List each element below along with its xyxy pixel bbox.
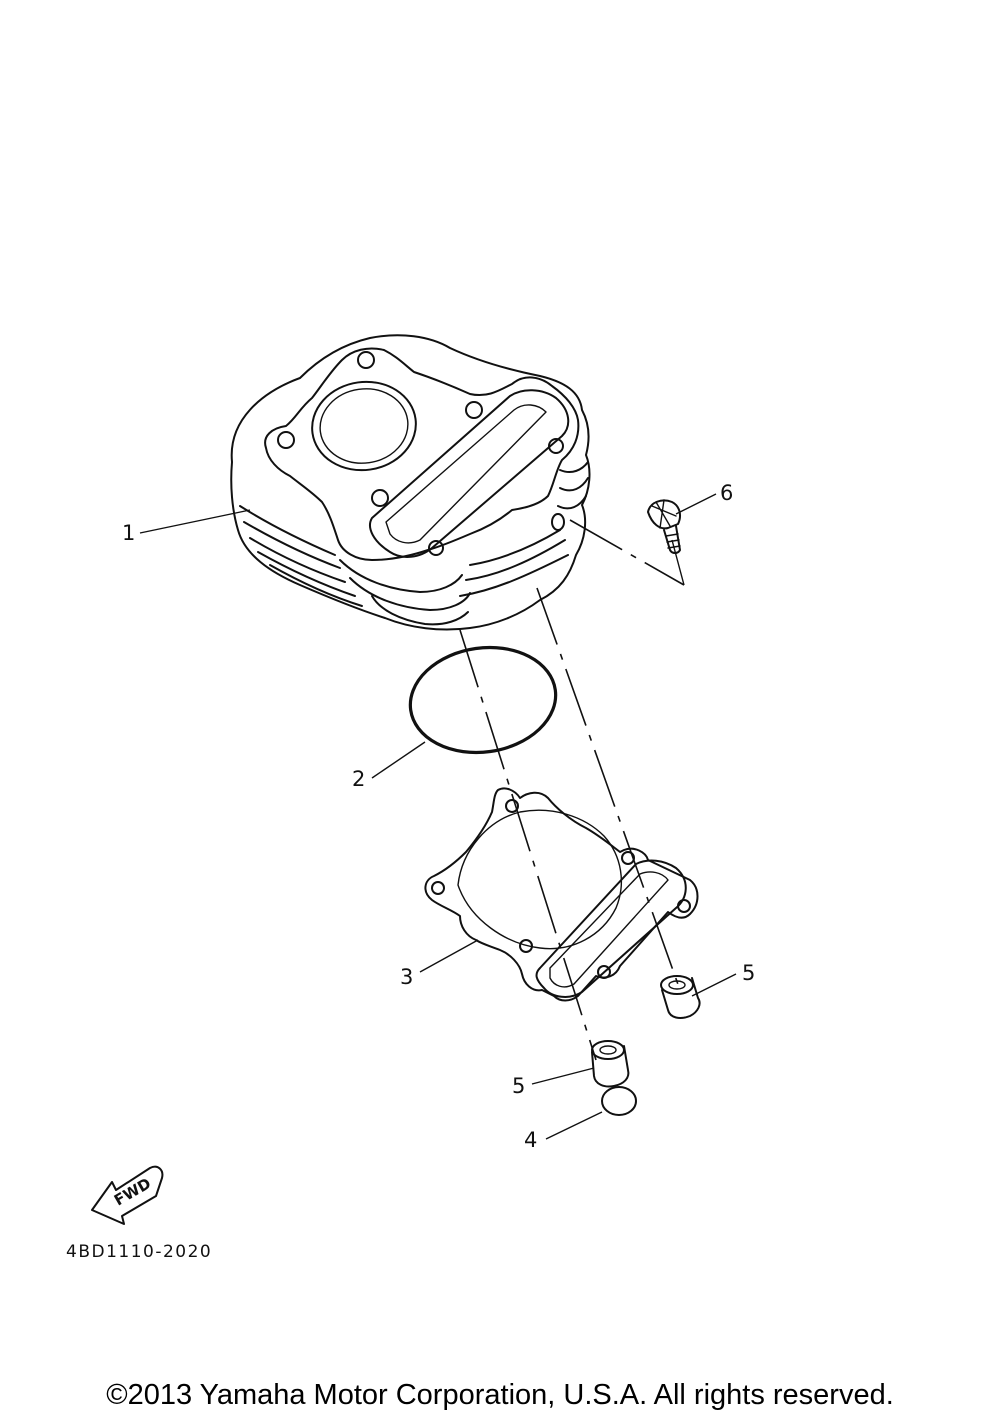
callout-5-right: 5 [742, 961, 755, 985]
leader-lines [139, 493, 737, 1140]
copyright-notice: ©2013 Yamaha Motor Corporation, U.S.A. A… [106, 1379, 894, 1411]
callout-5-left: 5 [512, 1074, 525, 1098]
base-gasket-drawing [424, 787, 699, 1002]
callout-6: 6 [720, 481, 733, 505]
callout-4: 4 [524, 1128, 537, 1152]
diagram-code: 4BD1110-2020 [66, 1242, 212, 1262]
forward-arrow-icon: FWD [91, 1165, 164, 1225]
cylinder-drawing [230, 334, 591, 631]
dowel-pin-drawing-2 [660, 975, 701, 1019]
bolt-drawing [647, 499, 681, 554]
alignment-lines [459, 519, 685, 1061]
plug-drawing [601, 1086, 637, 1116]
callout-2: 2 [352, 767, 365, 791]
callout-3: 3 [400, 965, 413, 989]
dowel-pin-drawing [591, 1040, 630, 1088]
callout-1: 1 [122, 521, 135, 545]
o-ring-drawing [408, 645, 558, 755]
